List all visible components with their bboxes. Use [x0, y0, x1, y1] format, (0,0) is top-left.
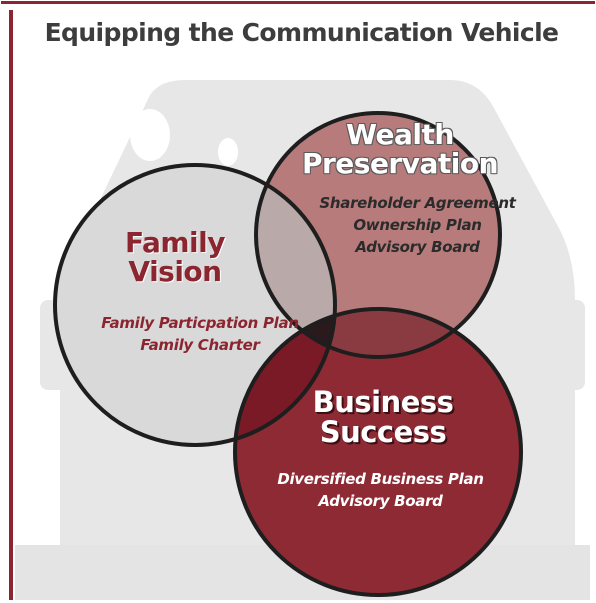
- wealth-preservation-item: Ownership Plan: [353, 215, 482, 234]
- family-vision-item: Family Charter: [140, 335, 260, 354]
- family-vision-items: Family Particpation Plan Family Charter: [55, 313, 345, 357]
- family-business-overlap: [235, 309, 335, 445]
- wealth-preservation-item: Shareholder Agreement: [319, 194, 516, 212]
- wealth-preservation-heading-line: Preservation: [301, 147, 499, 181]
- wealth-preservation-item: Advisory Board: [355, 237, 480, 256]
- wealth-preservation-heading-line: Wealth: [346, 118, 454, 151]
- family-vision-label-group: Family Vision: [60, 228, 290, 287]
- business-success-item: Diversified Business Plan: [277, 470, 484, 488]
- diagram-title: Equipping the Communication Vehicle: [44, 18, 559, 47]
- circle-outlines: [53, 111, 523, 597]
- frame-left-border: [9, 10, 13, 600]
- business-success-heading: Business Success: [278, 387, 488, 448]
- family-vision-heading: Family Vision: [60, 228, 290, 287]
- family-vision-item: Family Particpation Plan: [101, 314, 299, 332]
- business-success-heading-line: Business: [312, 385, 454, 419]
- business-success-heading-line: Success: [319, 415, 447, 450]
- family-vision-heading-line: Family: [124, 226, 226, 259]
- family-vision-heading-line: Vision: [128, 255, 222, 289]
- wealth-preservation-items: Shareholder Agreement Ownership Plan Adv…: [300, 193, 535, 258]
- business-success-item: Advisory Board: [318, 491, 443, 510]
- wealth-preservation-heading: Wealth Preservation: [290, 120, 510, 179]
- business-success-items: Diversified Business Plan Advisory Board: [258, 469, 503, 513]
- frame-top-border: [1, 1, 595, 4]
